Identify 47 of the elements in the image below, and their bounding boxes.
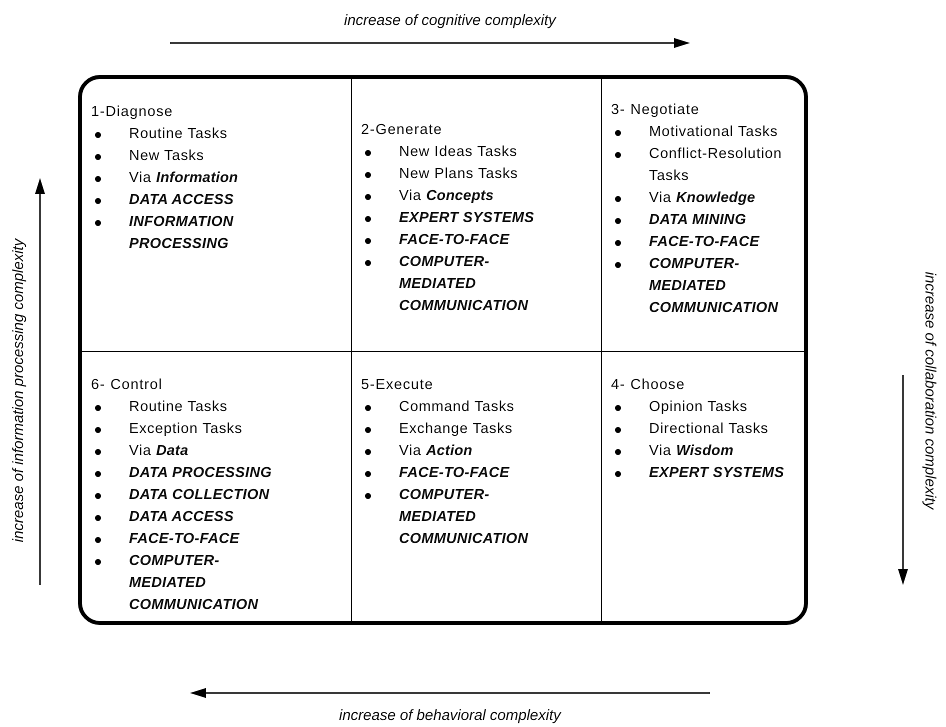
bullet-item: New Ideas Tasks xyxy=(361,141,559,163)
bullet-item: Command Tasks xyxy=(361,396,559,418)
bullet-item: FACE-TO-FACE xyxy=(361,462,559,484)
bullet-item: New Plans Tasks xyxy=(361,163,559,185)
bullet-item: FACE-TO-FACE xyxy=(361,229,559,251)
bullet-item: INFORMATION PROCESSING xyxy=(91,211,289,255)
axis-label: increase of cognitive complexity xyxy=(344,12,556,28)
bullet-item: Exchange Tasks xyxy=(361,418,559,440)
quadrant-heading: 3- Negotiate xyxy=(611,101,700,120)
bullet-item: COMPUTER-MEDIATED COMMUNICATION xyxy=(611,253,804,319)
bullet-item: Via Concepts xyxy=(361,185,559,207)
bullet-item: FACE-TO-FACE xyxy=(611,231,804,253)
bullet-item: Opinion Tasks xyxy=(611,396,804,418)
bullet-item: DATA MINING xyxy=(611,209,804,231)
quadrant-panel xyxy=(352,79,602,352)
quadrant-heading: 6- Control xyxy=(91,376,163,395)
bullet-item: Conflict-Resolution Tasks xyxy=(611,143,804,187)
axis-label: increase of behavioral complexity xyxy=(339,706,561,724)
bullet-item: COMPUTER-MEDIATED COMMUNICATION xyxy=(361,251,559,317)
quadrant-panel xyxy=(82,79,352,352)
quadrant-heading: 4- Choose xyxy=(611,376,686,395)
bullet-item: Via Wisdom xyxy=(611,440,804,462)
axis-label: increase of collaboration complexity xyxy=(921,271,938,509)
bullet-item: DATA ACCESS xyxy=(91,506,289,528)
bullet-item: COMPUTER-MEDIATED COMMUNICATION xyxy=(91,550,289,616)
bullet-item: Routine Tasks xyxy=(91,123,289,145)
axis-label: increase of information processing complexity xyxy=(10,238,27,542)
quadrant-heading: 5-Execute xyxy=(361,376,434,395)
quadrant-heading: 1-Diagnose xyxy=(91,103,174,122)
bullet-item: EXPERT SYSTEMS xyxy=(361,207,559,229)
bullet-item: Directional Tasks xyxy=(611,418,804,440)
bullet-item: COMPUTER-MEDIATED COMMUNICATION xyxy=(361,484,559,550)
bullet-item: Via Action xyxy=(361,440,559,462)
bullet-item: Via Data xyxy=(91,440,289,462)
bullet-item: Via Knowledge xyxy=(611,187,804,209)
rounded-frame xyxy=(78,75,808,625)
bullet-item: New Tasks xyxy=(91,145,289,167)
quadrant-heading: 2-Generate xyxy=(361,121,442,140)
bullet-item: FACE-TO-FACE xyxy=(91,528,289,550)
bullet-item: Exception Tasks xyxy=(91,418,289,440)
bullet-item: Motivational Tasks xyxy=(611,121,804,143)
bullet-item: DATA PROCESSING xyxy=(91,462,289,484)
bullet-item: DATA COLLECTION xyxy=(91,484,289,506)
bullet-item: Routine Tasks xyxy=(91,396,289,418)
bullet-item: EXPERT SYSTEMS xyxy=(611,462,804,484)
bullet-item: Via Information xyxy=(91,167,289,189)
bullet-item: DATA ACCESS xyxy=(91,189,289,211)
